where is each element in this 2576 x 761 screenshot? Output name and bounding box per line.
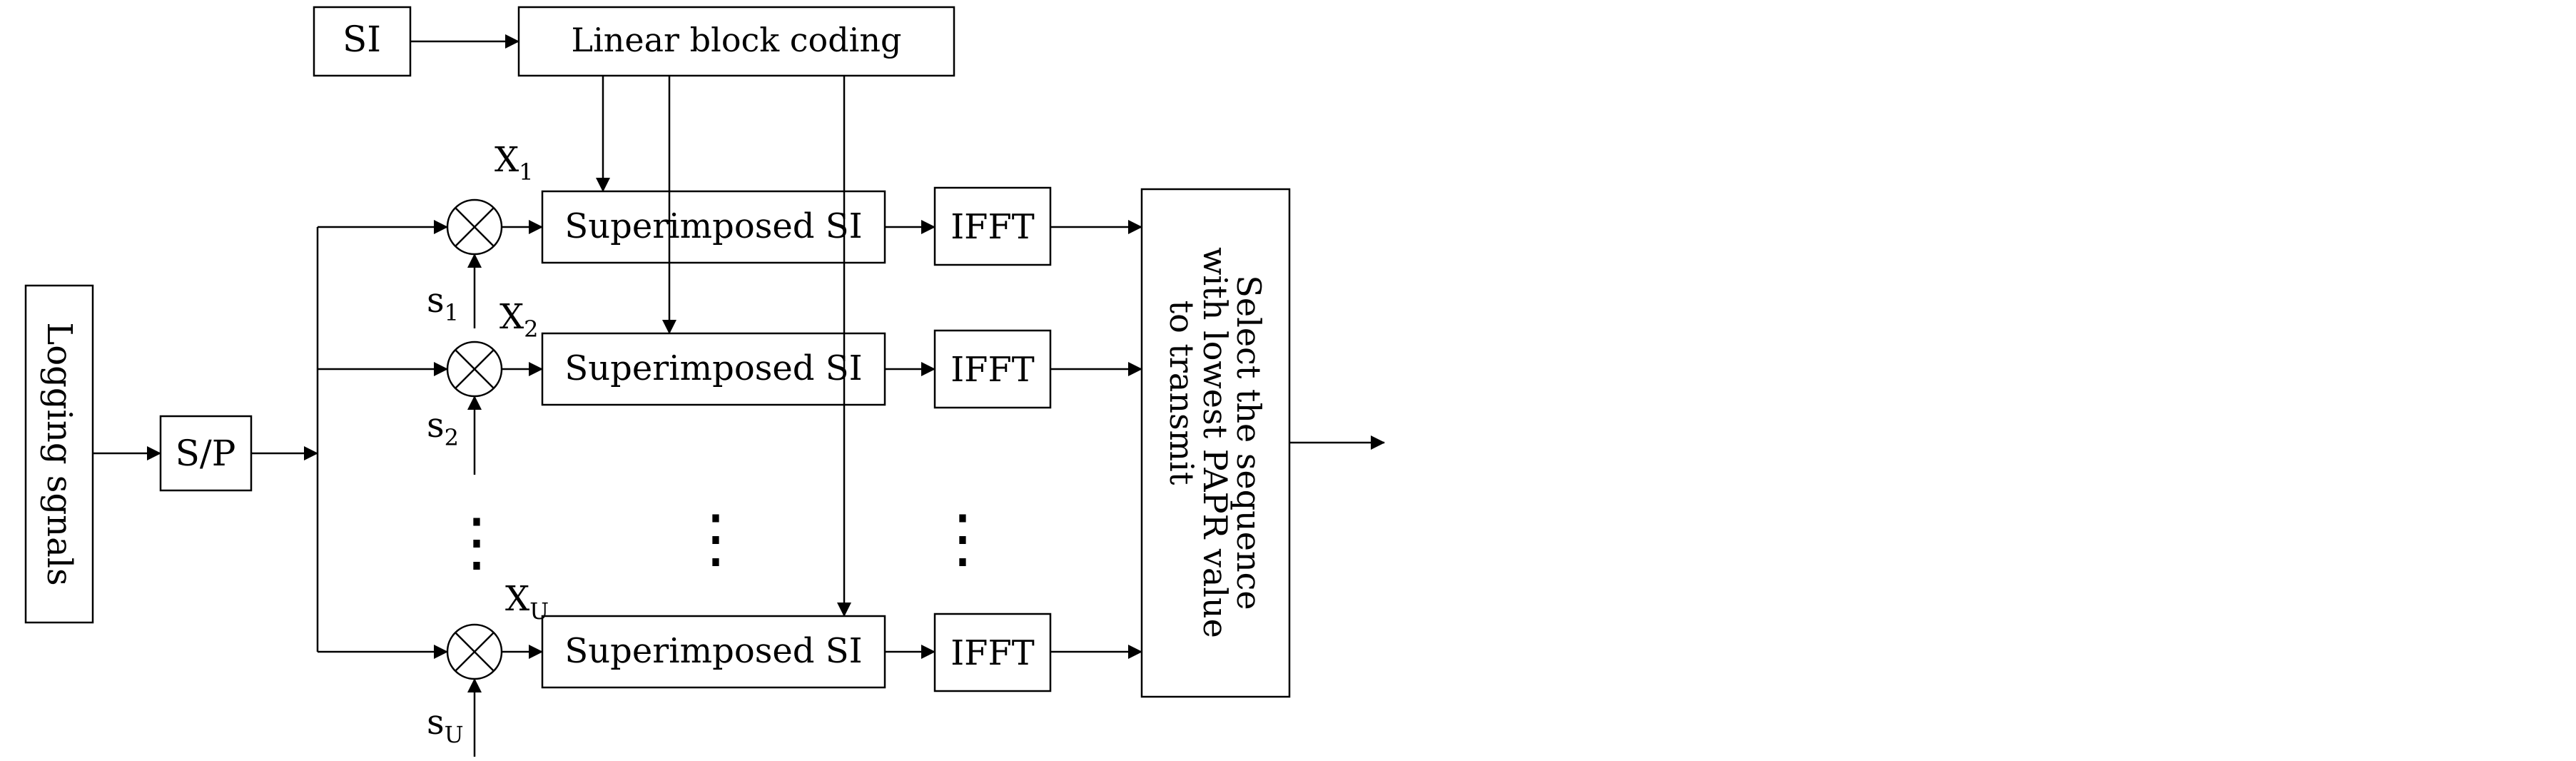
select-text-group: Select the sequence with lowest PAPR val… bbox=[1162, 247, 1268, 638]
xu-label: XU bbox=[505, 579, 549, 625]
superimposed-si-label-u: Superimposed SI bbox=[564, 631, 862, 671]
s2-label: s2 bbox=[427, 405, 459, 451]
ifft-label-u: IFFT bbox=[950, 633, 1035, 673]
si-source-label: SI bbox=[343, 19, 381, 60]
sp-label: S/P bbox=[176, 433, 236, 474]
linear-block-coding-label: Linear block coding bbox=[572, 21, 902, 59]
ellipsis-superimposed: ⋮ bbox=[684, 501, 748, 576]
ellipsis-ifft: ⋮ bbox=[930, 501, 995, 576]
select-line-2: with lowest PAPR value bbox=[1196, 247, 1234, 638]
logging-signals-label: Logging sgnals bbox=[39, 322, 79, 585]
select-line-3: to transmit bbox=[1162, 301, 1201, 485]
superimposed-si-label-1: Superimposed SI bbox=[564, 206, 862, 246]
multiplier-1 bbox=[446, 198, 503, 256]
multiplier-u bbox=[446, 623, 503, 680]
select-line-1: Select the sequence bbox=[1229, 275, 1268, 610]
x2-label: X2 bbox=[500, 297, 539, 343]
ifft-label-1: IFFT bbox=[950, 207, 1035, 247]
multiplier-2 bbox=[446, 341, 503, 398]
ellipsis-multipliers: ⋮ bbox=[445, 505, 509, 580]
s1-label: s1 bbox=[427, 281, 459, 326]
su-label: sU bbox=[427, 702, 464, 748]
x1-label: X1 bbox=[495, 140, 534, 186]
ifft-label-2: IFFT bbox=[950, 350, 1035, 390]
superimposed-si-label-2: Superimposed SI bbox=[564, 348, 862, 388]
